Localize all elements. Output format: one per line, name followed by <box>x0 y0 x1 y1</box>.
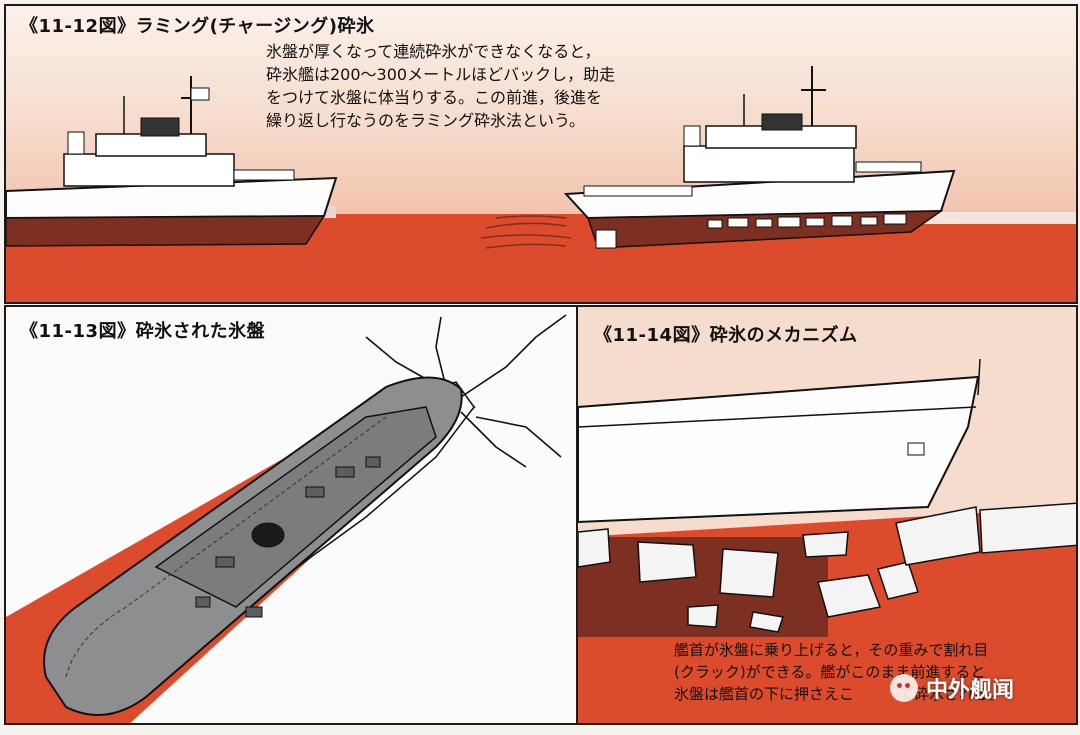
ship-topview-funnel <box>252 523 284 547</box>
panel-ramming-title: 《11-12図》ラミング(チャージング)砕氷 <box>20 12 374 38</box>
panel-ramming-text: 氷盤が厚くなって連続砕氷ができなくなると， 砕氷艦は200〜300メートルほどバ… <box>266 40 686 132</box>
ship-left-underwater <box>6 216 324 246</box>
broken-floe-illustration <box>6 307 578 725</box>
wechat-icon <box>890 674 918 702</box>
text-line: 砕氷艦は200〜300メートルほどバックし，助走 <box>266 63 686 86</box>
panel-mechanism-title: 《11-14図》砕氷のメカニズム <box>594 321 858 347</box>
panel-ramming: 《11-12図》ラミング(チャージング)砕氷 氷盤が厚くなって連続砕氷ができなく… <box>4 4 1078 304</box>
text-line: 艦首が氷盤に乗り上げると，その重みで割れ目 <box>674 639 1074 661</box>
watermark-label: 中外舰闻 <box>926 672 1014 704</box>
panel-icebreaking-mechanism: 《11-14図》砕氷のメカニズム 艦首が氷盤に乗り上げると，その重みで割れ目 (… <box>576 305 1078 725</box>
text-line: 繰り返し行なうのをラミング砕氷法という。 <box>266 109 686 132</box>
text-line: をつけて氷盤に体当りする。この前進，後進を <box>266 86 686 109</box>
panel-broken-floe-title: 《11-13図》砕氷された氷盤 <box>20 317 265 343</box>
text-line: 氷盤が厚くなって連続砕氷ができなくなると， <box>266 40 686 63</box>
panel-broken-floe: 《11-13図》砕氷された氷盤 <box>4 305 578 725</box>
watermark: 中外舰闻 <box>890 672 1014 704</box>
